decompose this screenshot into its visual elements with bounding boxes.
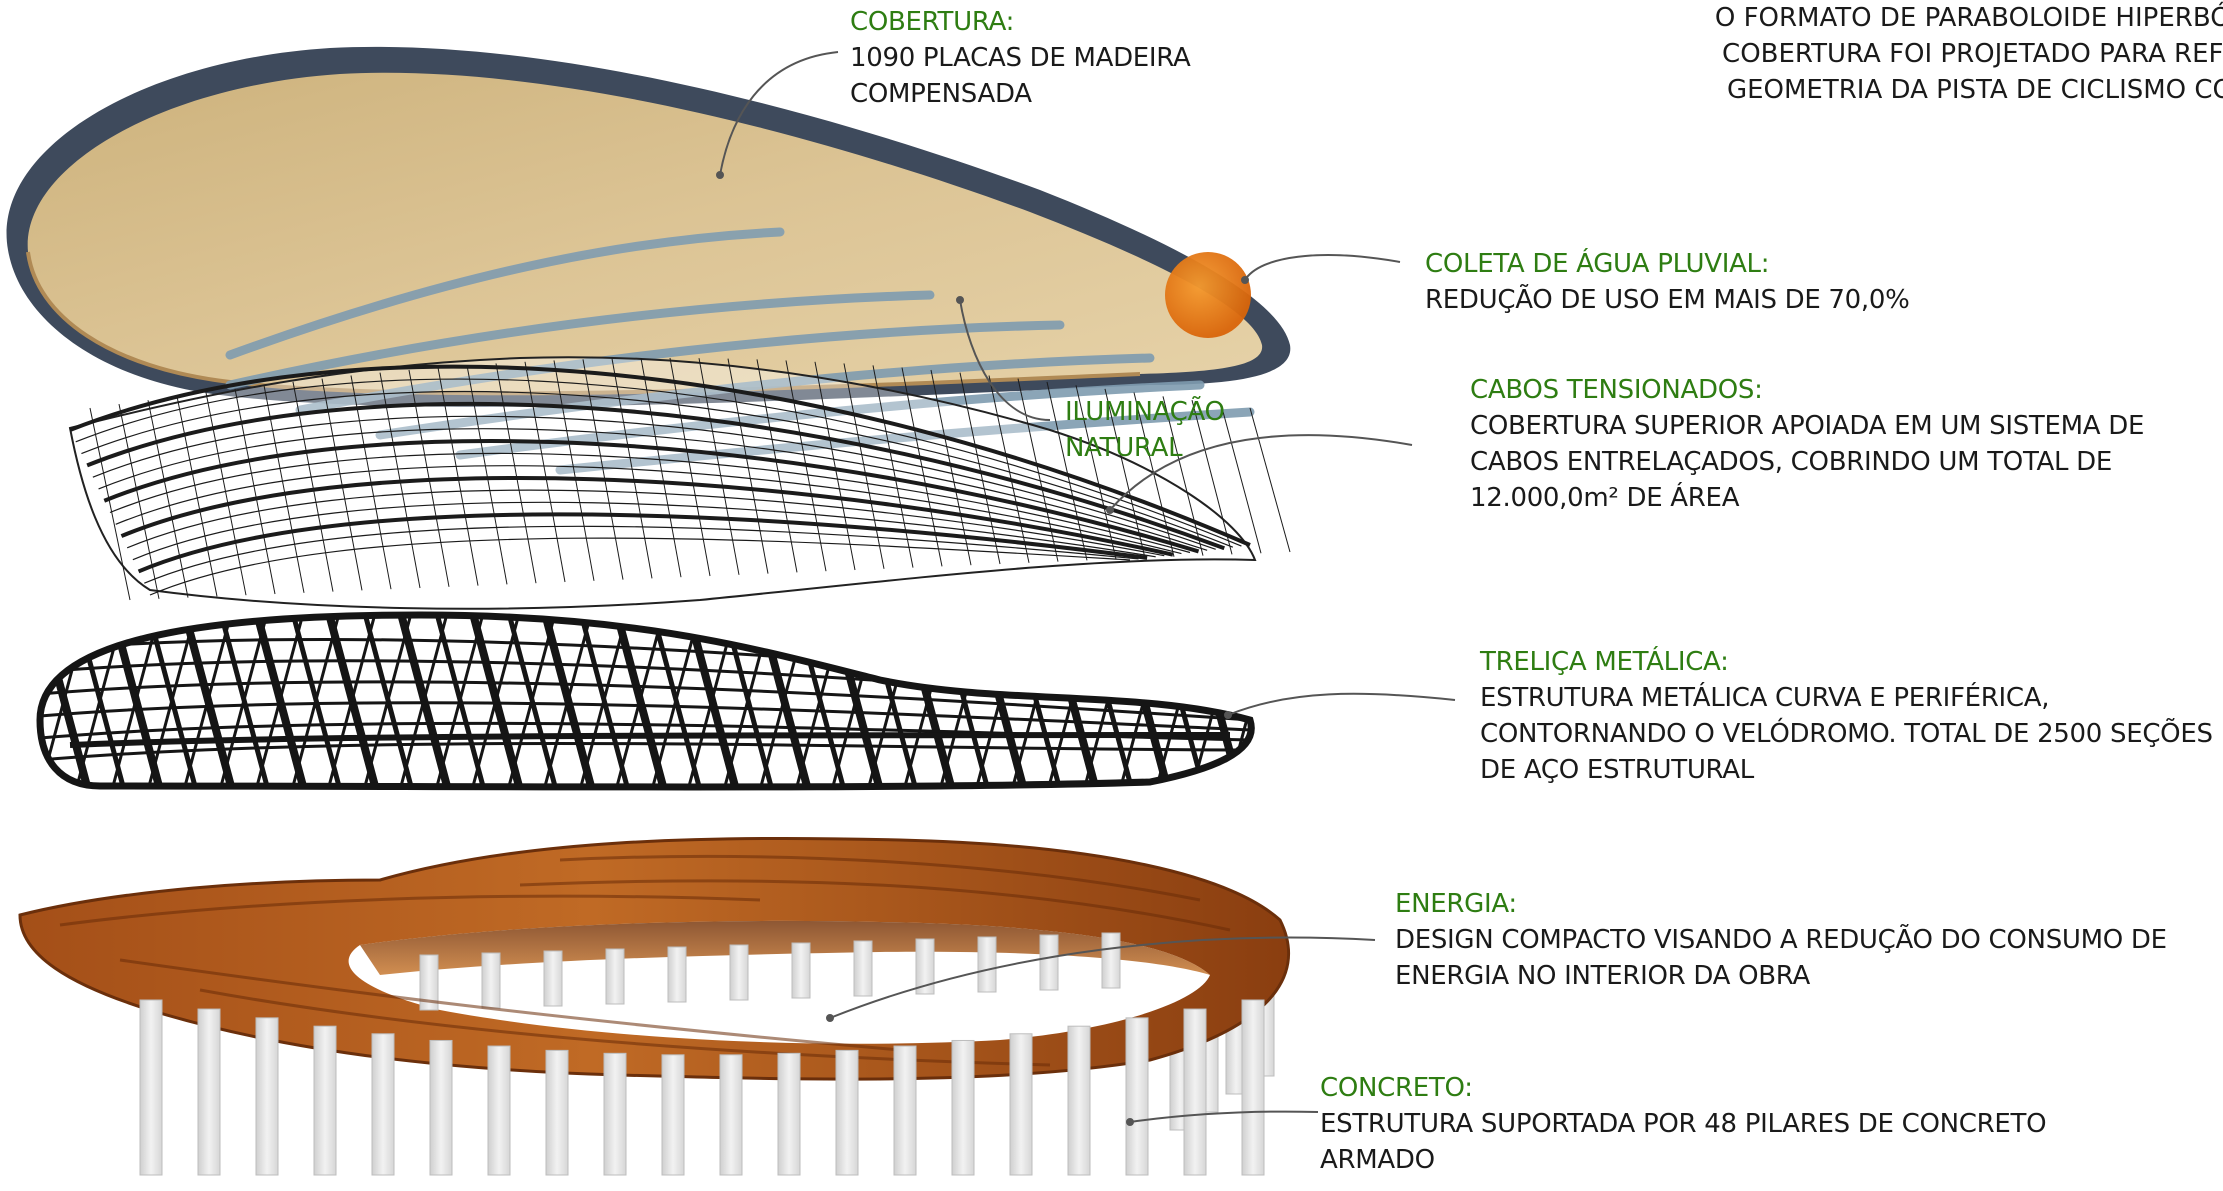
callout-cobertura-title: COBERTURA: (850, 4, 1190, 40)
top-note-line-2: COBERTURA FOI PROJETADO PARA REFL (1700, 36, 2223, 72)
callout-energia-line-1: DESIGN COMPACTO VISANDO A REDUÇÃO DO CON… (1395, 922, 2167, 958)
callout-iluminacao: ILUMINAÇÃO NATURAL (1065, 394, 1225, 466)
callout-trelica-line-3: DE AÇO ESTRUTURAL (1480, 752, 2213, 788)
callout-concreto: CONCRETO: ESTRUTURA SUPORTADA POR 48 PIL… (1320, 1070, 2046, 1178)
callout-trelica-line-1: ESTRUTURA METÁLICA CURVA E PERIFÉRICA, (1480, 680, 2213, 716)
callout-trelica-title: TRELIÇA METÁLICA: (1480, 644, 2213, 680)
callout-coleta-line-1: REDUÇÃO DE USO EM MAIS DE 70,0% (1425, 282, 1910, 318)
callout-cobertura-line-1: 1090 PLACAS DE MADEIRA (850, 40, 1190, 76)
callout-cabos-line-3: 12.000,0m² DE ÁREA (1470, 480, 2144, 516)
callout-energia: ENERGIA: DESIGN COMPACTO VISANDO A REDUÇ… (1395, 886, 2167, 994)
callout-coleta: COLETA DE ÁGUA PLUVIAL: REDUÇÃO DE USO E… (1425, 246, 1910, 318)
top-note: O FORMATO DE PARABOLOIDE HIPERBÓL COBERT… (1700, 0, 2223, 108)
callout-concreto-line-1: ESTRUTURA SUPORTADA POR 48 PILARES DE CO… (1320, 1106, 2046, 1142)
steel-truss-layer (40, 610, 1276, 790)
callout-energia-line-2: ENERGIA NO INTERIOR DA OBRA (1395, 958, 2167, 994)
callout-concreto-line-2: ARMADO (1320, 1142, 2046, 1178)
callout-trelica: TRELIÇA METÁLICA: ESTRUTURA METÁLICA CUR… (1480, 644, 2213, 788)
callout-coleta-title: COLETA DE ÁGUA PLUVIAL: (1425, 246, 1910, 282)
callout-energia-title: ENERGIA: (1395, 886, 2167, 922)
callout-cabos-title: CABOS TENSIONADOS: (1470, 372, 2144, 408)
callout-concreto-title: CONCRETO: (1320, 1070, 2046, 1106)
top-note-line-1: O FORMATO DE PARABOLOIDE HIPERBÓL (1700, 0, 2223, 36)
bowl-and-pillars-layer (20, 838, 1289, 1175)
callout-trelica-line-2: CONTORNANDO O VELÓDROMO. TOTAL DE 2500 S… (1480, 716, 2213, 752)
callout-iluminacao-title-2: NATURAL (1065, 430, 1225, 466)
callout-iluminacao-title-1: ILUMINAÇÃO (1065, 394, 1225, 430)
top-note-line-3: GEOMETRIA DA PISTA DE CICLISMO CO (1700, 72, 2223, 108)
callout-cobertura: COBERTURA: 1090 PLACAS DE MADEIRA COMPEN… (850, 4, 1190, 112)
callout-cabos: CABOS TENSIONADOS: COBERTURA SUPERIOR AP… (1470, 372, 2144, 516)
callout-cabos-line-2: CABOS ENTRELAÇADOS, COBRINDO UM TOTAL DE (1470, 444, 2144, 480)
callout-cobertura-line-2: COMPENSADA (850, 76, 1190, 112)
callout-cabos-line-1: COBERTURA SUPERIOR APOIADA EM UM SISTEMA… (1470, 408, 2144, 444)
